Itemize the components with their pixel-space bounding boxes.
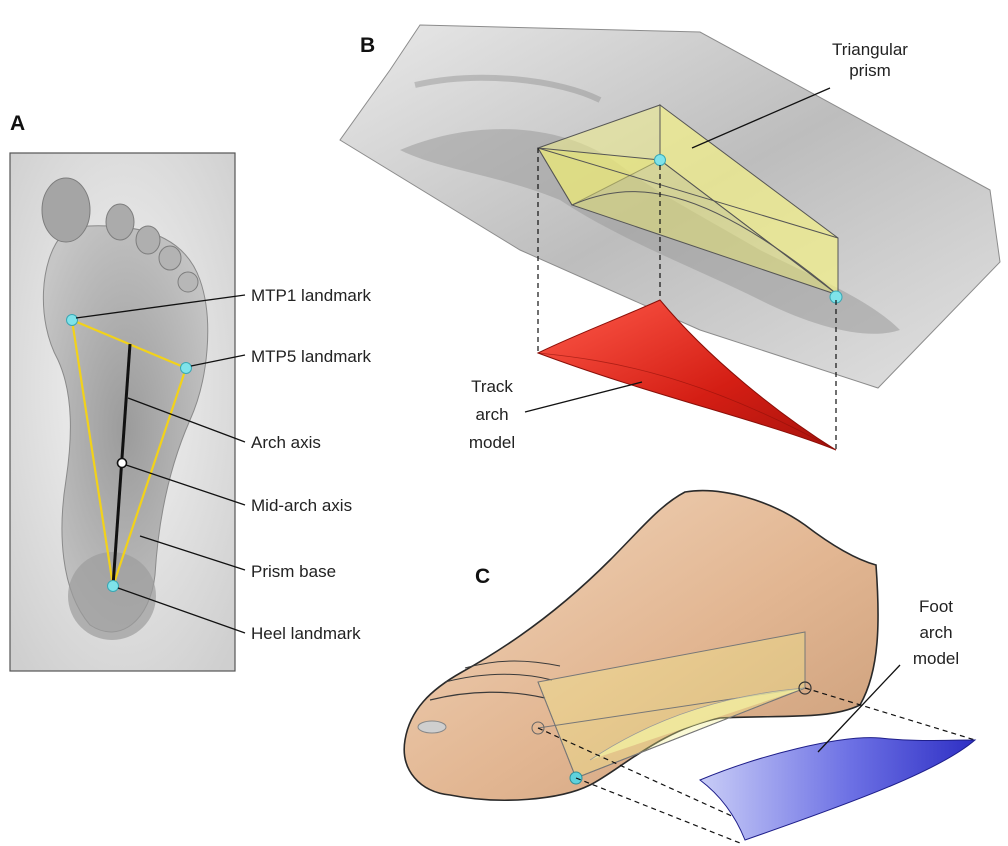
label-triangular-prism-line2: prism	[849, 61, 891, 80]
label-triangular-prism-line1: Triangular	[832, 40, 908, 59]
panel-c: C Foot arch model	[404, 491, 975, 843]
label-track-line2: arch	[475, 405, 508, 424]
mtp1-landmark-point	[67, 315, 78, 326]
label-prism-base: Prism base	[251, 562, 336, 581]
foot-arch-model	[700, 738, 975, 840]
toenail	[418, 721, 446, 733]
heel-landmark-point	[108, 581, 119, 592]
label-foot-line1: Foot	[919, 597, 953, 616]
leader-track-arch	[525, 382, 642, 412]
panel-b-letter: B	[360, 34, 375, 57]
panel-b: B Triangular prism Track arch model	[340, 25, 1000, 452]
label-arch-axis: Arch axis	[251, 433, 321, 452]
label-mtp1: MTP1 landmark	[251, 286, 371, 305]
mid-arch-point	[118, 459, 127, 468]
panel-a: A MTP1 landmark MTP5 landmark Ar	[10, 112, 371, 671]
label-mid-arch-axis: Mid-arch axis	[251, 496, 352, 515]
panel-c-letter: C	[475, 565, 490, 588]
label-foot-line3: model	[913, 649, 959, 668]
label-heel: Heel landmark	[251, 624, 361, 643]
label-track-line3: model	[469, 433, 515, 452]
panel-a-letter: A	[10, 112, 25, 135]
mtp5-landmark-point	[181, 363, 192, 374]
label-track-line1: Track	[471, 377, 513, 396]
b-landmark-mtp	[655, 155, 666, 166]
label-foot-line2: arch	[919, 623, 952, 642]
label-mtp5: MTP5 landmark	[251, 347, 371, 366]
